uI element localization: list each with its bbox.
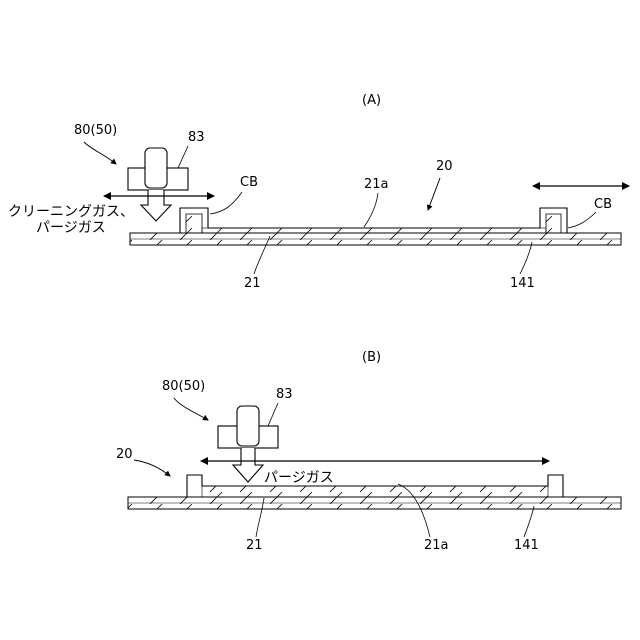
substrate-label-a: 21 [244,276,261,291]
substrate-a-left-rim [186,214,202,233]
head-label-a: 83 [188,130,205,145]
nozzle-leader-a [84,142,116,164]
substrate-a-right-rim [546,214,561,233]
head-label-b: 83 [276,387,293,402]
assembly-label-a: 20 [436,159,453,174]
substrate-label-b: 21 [246,538,263,553]
head-leader-a [178,146,188,168]
surface-label-b: 21a [424,538,449,553]
gas-flow-arrow-b [233,448,263,482]
head-leader-b [268,403,278,426]
cb-label-a-right: CB [594,197,612,212]
assembly-label-b: 20 [116,447,133,462]
gas-label-a-line1: クリーニングガス、 [8,204,134,220]
nozzle-label-a: 80(50) [74,123,117,138]
nozzle-body-a [145,148,167,188]
substrate-a-plate [202,228,546,233]
surface-label-a: 21a [364,177,389,192]
panel-b: (B) 80(50) 83 20 パージガス 21 21a 141 [116,350,621,553]
panel-b-title: (B) [362,350,381,365]
substrate-b-plate [202,486,548,497]
assembly-leader-b [134,460,170,476]
gas-flow-arrow-a [141,190,171,221]
stage-label-a: 141 [510,276,535,291]
nozzle-body-b [237,406,259,446]
nozzle-leader-b [174,398,208,420]
stage-leader-b [524,506,534,537]
stage-label-b: 141 [514,538,539,553]
assembly-arrow-a [428,178,440,210]
surface-leader-a [364,193,378,227]
stage-leader-a [520,242,532,274]
cb-leader-a-right [568,212,596,228]
cb-leader-a-left [210,192,242,214]
gas-label-a-line2: パージガス [36,220,106,236]
gas-label-b: パージガス [264,470,334,486]
panel-a-title: (A) [362,93,381,108]
nozzle-label-b: 80(50) [162,379,205,394]
panel-a: (A) 80(50) 83 クリーニングガス、 パージガス CB CB 21a … [8,93,629,291]
cb-label-a-left: CB [240,175,258,190]
